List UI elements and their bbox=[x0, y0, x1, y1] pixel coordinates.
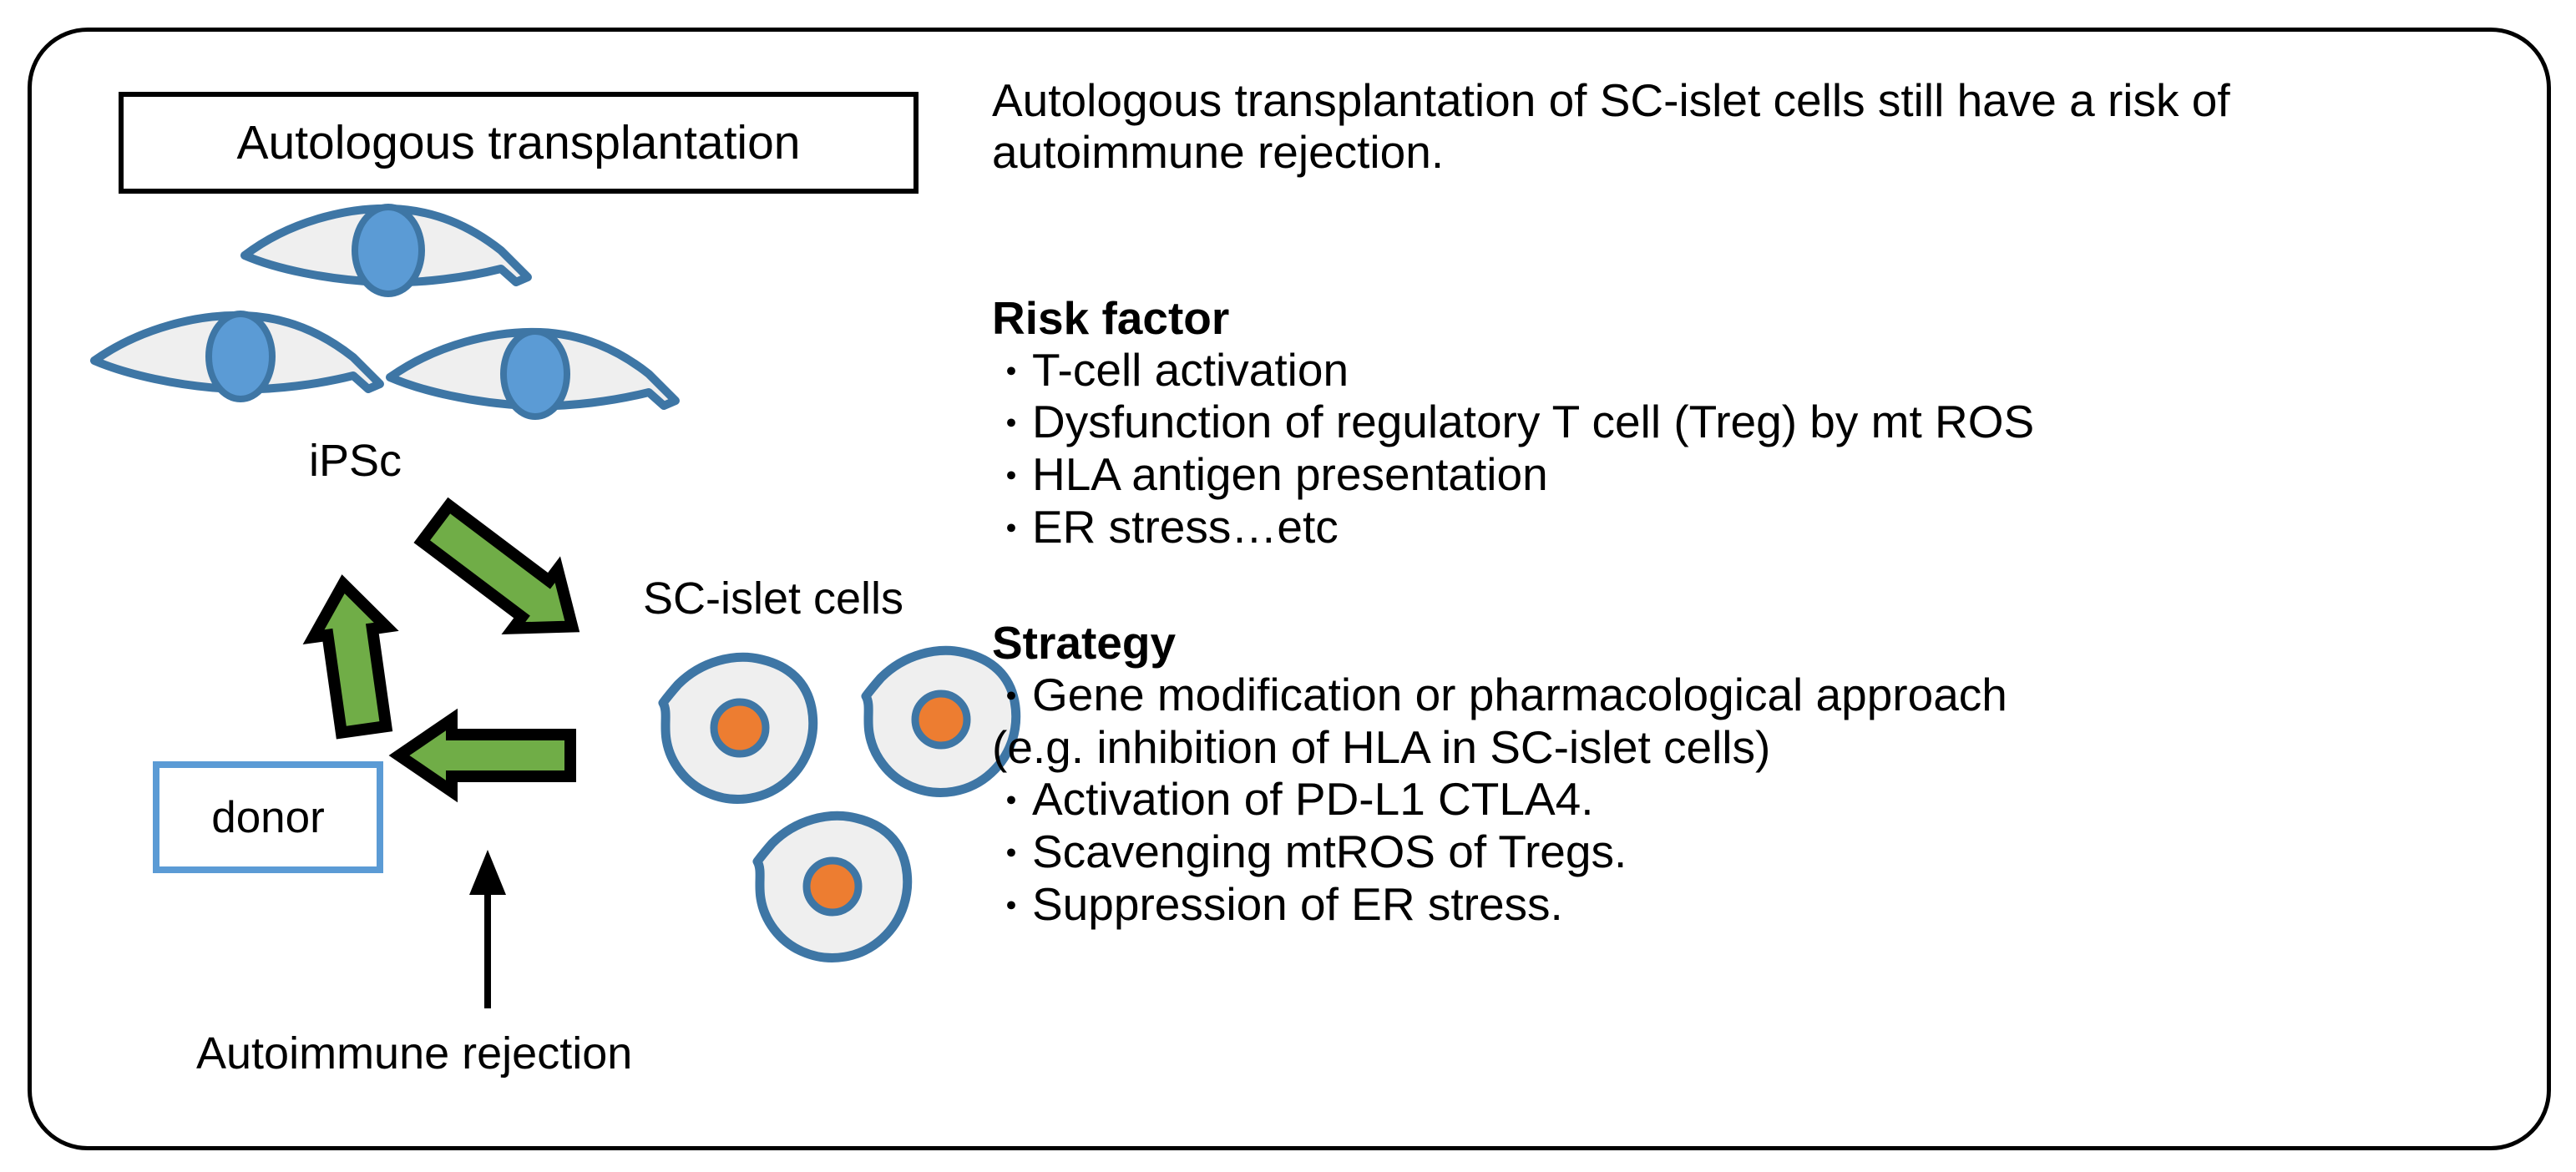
list-item-label: Suppression of ER stress. bbox=[1032, 877, 1563, 930]
arrow-sc-islet-to-donor bbox=[388, 708, 576, 803]
intro-paragraph: Autologous transplantation of SC-islet c… bbox=[992, 74, 2230, 178]
strategy-block: Strategy ・ Gene modification or pharmaco… bbox=[992, 618, 2495, 930]
sc-islet-cell bbox=[658, 652, 818, 804]
ipsc-nucleus bbox=[352, 204, 425, 297]
bullet-dot-icon: ・ bbox=[992, 455, 1030, 499]
list-item-label: HLA antigen presentation bbox=[1032, 448, 1548, 501]
arrow-ipsc-to-sc-islet bbox=[413, 497, 580, 634]
ipsc-cell bbox=[90, 311, 384, 402]
risk-factor-block: Risk factor ・ T-cell activation ・ Dysfun… bbox=[992, 293, 2495, 553]
list-item-label: ER stress…etc bbox=[1032, 500, 1339, 553]
list-item-label: Activation of PD-L1 CTLA4. bbox=[1032, 773, 1594, 826]
list-item: ・ Gene modification or pharmacological a… bbox=[992, 669, 2495, 721]
sc-islet-cells-label: SC-islet cells bbox=[643, 573, 904, 624]
bullet-dot-icon: ・ bbox=[992, 674, 1030, 719]
bullet-dot-icon: ・ bbox=[992, 780, 1030, 824]
right-text-panel: Autologous transplantation of SC-islet c… bbox=[992, 74, 2495, 930]
list-item: ・ Suppression of ER stress. bbox=[992, 878, 2495, 931]
ipsc-cell-group bbox=[90, 204, 680, 420]
strategy-heading: Strategy bbox=[992, 617, 1177, 669]
left-illustration-panel: Autologous transplantation bbox=[0, 0, 1021, 1172]
risk-factor-heading: Risk factor bbox=[992, 292, 1230, 345]
list-item: (e.g. inhibition of HLA in SC-islet cell… bbox=[992, 721, 2495, 774]
outer-rounded-frame bbox=[28, 28, 2551, 1150]
list-item-label: (e.g. inhibition of HLA in SC-islet cell… bbox=[992, 720, 1771, 773]
bullet-dot-icon: ・ bbox=[992, 884, 1030, 928]
list-item-label: T-cell activation bbox=[1032, 343, 1349, 396]
ipsc-label: iPSc bbox=[309, 436, 402, 486]
list-item: ・ Activation of PD-L1 CTLA4. bbox=[992, 773, 2495, 826]
bullet-dot-icon: ・ bbox=[992, 507, 1030, 551]
list-item: ・ ER stress…etc bbox=[992, 501, 2495, 553]
bullet-dot-icon: ・ bbox=[992, 402, 1030, 447]
cells-and-arrows-svg bbox=[90, 204, 1021, 1008]
list-item: ・ Scavenging mtROS of Tregs. bbox=[992, 826, 2495, 878]
autoimmune-rejection-label: Autoimmune rejection bbox=[196, 1028, 633, 1079]
list-item: ・ HLA antigen presentation bbox=[992, 448, 2495, 501]
list-item-label: Gene modification or pharmacological app… bbox=[1032, 668, 2007, 720]
ipsc-cell bbox=[240, 204, 532, 297]
sc-islet-nucleus bbox=[911, 690, 971, 750]
strategy-list: ・ Gene modification or pharmacological a… bbox=[992, 669, 2495, 930]
donor-label: donor bbox=[211, 792, 325, 842]
bullet-dot-icon: ・ bbox=[992, 350, 1030, 394]
ipsc-cell bbox=[386, 327, 680, 420]
bullet-dot-icon: ・ bbox=[992, 832, 1030, 876]
sc-islet-nucleus bbox=[710, 698, 770, 758]
ipsc-nucleus bbox=[205, 311, 276, 402]
sc-islet-cell bbox=[861, 645, 1021, 797]
sc-islet-cell bbox=[752, 811, 913, 962]
sc-islet-nucleus bbox=[802, 856, 863, 917]
ipsc-nucleus bbox=[500, 328, 570, 420]
list-item-label: Dysfunction of regulatory T cell (Treg) … bbox=[1032, 396, 2035, 448]
list-item-label: Scavenging mtROS of Tregs. bbox=[1032, 826, 1627, 877]
autologous-transplantation-title-box: Autologous transplantation bbox=[119, 92, 919, 194]
donor-box: donor bbox=[153, 761, 383, 873]
risk-factor-list: ・ T-cell activation ・ Dysfunction of reg… bbox=[992, 344, 2495, 553]
arrow-autoimmune-rejection bbox=[469, 850, 506, 1008]
arrow-donor-to-ipsc bbox=[302, 574, 399, 740]
list-item: ・ T-cell activation bbox=[992, 344, 2495, 397]
sc-islet-cell-group bbox=[658, 645, 1021, 962]
autologous-transplantation-title-text: Autologous transplantation bbox=[236, 115, 801, 169]
list-item: ・ Dysfunction of regulatory T cell (Treg… bbox=[992, 396, 2495, 448]
